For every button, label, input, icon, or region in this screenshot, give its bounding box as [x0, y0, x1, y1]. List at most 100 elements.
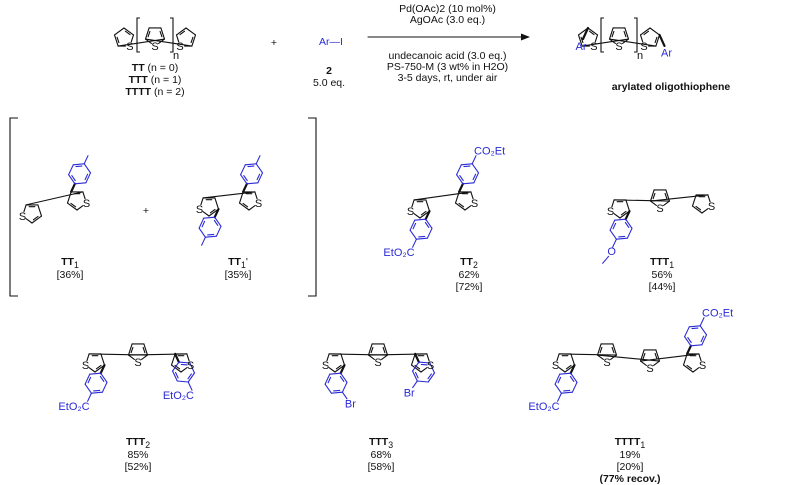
substrate-thiophene-middle — [147, 30, 151, 38]
mixture-bracket-right — [308, 117, 317, 297]
aryl-bond — [658, 33, 666, 48]
aryl-bond — [581, 26, 590, 41]
methyl — [201, 236, 206, 246]
sulfur-atom: S — [427, 360, 434, 372]
tt1p-tolyl-ring — [243, 175, 248, 182]
substrate-label-tt: TT (n = 0) — [131, 62, 179, 74]
tttt1-thiophene — [653, 360, 661, 366]
tt1-thiophene — [76, 205, 84, 211]
ttt3-bromophenyl-ring — [412, 370, 418, 382]
tttt1-aryl-ring — [690, 344, 703, 347]
sulfur-atom: S — [471, 198, 478, 210]
sulfur-atom: S — [176, 41, 183, 53]
tt2-aryl-ring — [418, 235, 426, 238]
tt2-aryl-ring — [425, 218, 433, 229]
ttt2-thiophene — [127, 354, 135, 360]
ester-group: CO₂Et — [474, 146, 505, 158]
bromine-atom: Br — [345, 399, 356, 411]
substrate-thiophene-right — [190, 36, 194, 44]
repeat-bracket-left — [600, 17, 604, 53]
product-thiophene-middle — [608, 27, 614, 40]
tt1-tolyl-ring — [68, 164, 74, 176]
ttt3-thiophene — [370, 346, 374, 354]
methoxy-methyl — [602, 255, 610, 264]
ester-bond — [557, 392, 562, 402]
tt2-aryl-ring — [460, 163, 473, 166]
aryl-bond — [414, 352, 420, 364]
tttt1-thiophene — [556, 353, 560, 362]
tttt1-aryl-ring — [684, 336, 692, 347]
tt1p-tolyl-ring — [247, 165, 255, 168]
ttt1-thiophene — [649, 200, 657, 206]
tttt1-aryl-ring — [557, 376, 562, 384]
tt1-thiophene — [37, 204, 43, 217]
methyl — [255, 155, 261, 165]
sulfur-atom: S — [656, 203, 663, 215]
tt2-aryl-ring — [409, 229, 417, 240]
ttt2-aryl-ring — [100, 372, 108, 383]
tt2-aryl-ring — [473, 172, 480, 184]
repeat-bracket-left — [136, 17, 140, 53]
sulfur-atom: S — [196, 204, 203, 216]
ttt3-bromophenyl-ring — [330, 391, 343, 394]
tttt1-thiophene — [558, 367, 566, 373]
substrate-thiophene-left — [113, 27, 125, 36]
tttt1-thiophene — [596, 354, 604, 360]
interring-bond — [558, 353, 618, 356]
ester-group: EtO₂C — [528, 401, 559, 413]
aryl-bond — [242, 182, 248, 193]
tt2-thiophene — [425, 199, 431, 212]
tt1-tolyl-ring — [74, 182, 87, 185]
tt1p-tolyl-ring — [256, 173, 261, 181]
aryl-bond — [685, 344, 693, 355]
ttt3-thiophene — [382, 346, 386, 354]
tt2-aryl-ring — [463, 165, 471, 168]
sulfur-atom: S — [126, 41, 133, 53]
tttt1-thiophene — [642, 352, 646, 360]
ttt3-bromophenyl-ring — [412, 361, 420, 372]
tt1-tolyl-ring — [71, 175, 76, 182]
tt1p-tolyl-ring — [215, 225, 222, 237]
conditions-label: 3-5 days, rt, under air — [397, 72, 498, 84]
ttt1-anisyl-ring — [625, 218, 633, 229]
ttt1-ratio: [44%] — [648, 281, 676, 293]
product-class-label: arylated oligothiophene — [611, 81, 731, 93]
ttt3-ratio: [58%] — [367, 461, 395, 473]
ttt2-thiophene — [88, 367, 96, 373]
ttt3-bromophenyl-ring — [341, 381, 348, 393]
substrate-label-ttt: TTT (n = 1) — [128, 74, 182, 86]
sulfur-atom: S — [646, 363, 653, 375]
ttt3-bromophenyl-ring — [416, 380, 429, 383]
tt2-yield: 62% — [458, 269, 480, 281]
tt1-thiophene — [66, 191, 72, 204]
tttt1-aryl-ring — [571, 381, 578, 393]
ttt2-thiophene — [95, 364, 102, 370]
ttt2-aryl-ring — [172, 361, 180, 372]
sulfur-atom: S — [374, 357, 381, 369]
substrate-thiophene-right — [175, 27, 187, 36]
ttt2-thiophene — [180, 367, 188, 373]
ttt1-anisyl-ring — [618, 235, 626, 238]
oxidant-label: AgOAc (3.0 eq.) — [409, 14, 486, 26]
bromo-bond — [341, 391, 348, 400]
tt1p-tolyl-ring — [240, 174, 248, 185]
product-thiophene-middle — [624, 27, 630, 40]
ttt2-aryl-ring — [101, 381, 108, 393]
tt2-name: TT2 — [460, 256, 478, 271]
ttt3-bromophenyl-ring — [415, 371, 419, 379]
tt1-tolyl-ring — [84, 173, 89, 181]
tttt1-thiophene — [639, 360, 647, 366]
ttt3-thiophene — [335, 364, 342, 370]
ttt1-thiophene — [664, 192, 668, 200]
tt2-ratio: [72%] — [455, 281, 483, 293]
ttt3-thiophene — [340, 353, 346, 366]
ttt2-aryl-ring — [180, 363, 188, 366]
bond-layer — [9, 17, 711, 402]
tttt1-aryl-ring — [699, 325, 708, 336]
ttt2-aryl-ring — [178, 361, 191, 364]
tttt1-thiophene — [610, 354, 618, 360]
ester-group: EtO₂C — [383, 247, 414, 259]
tt1p-tolyl-ring — [204, 235, 217, 238]
oxygen-atom: O — [607, 246, 616, 258]
ttt2-thiophene — [100, 353, 106, 366]
